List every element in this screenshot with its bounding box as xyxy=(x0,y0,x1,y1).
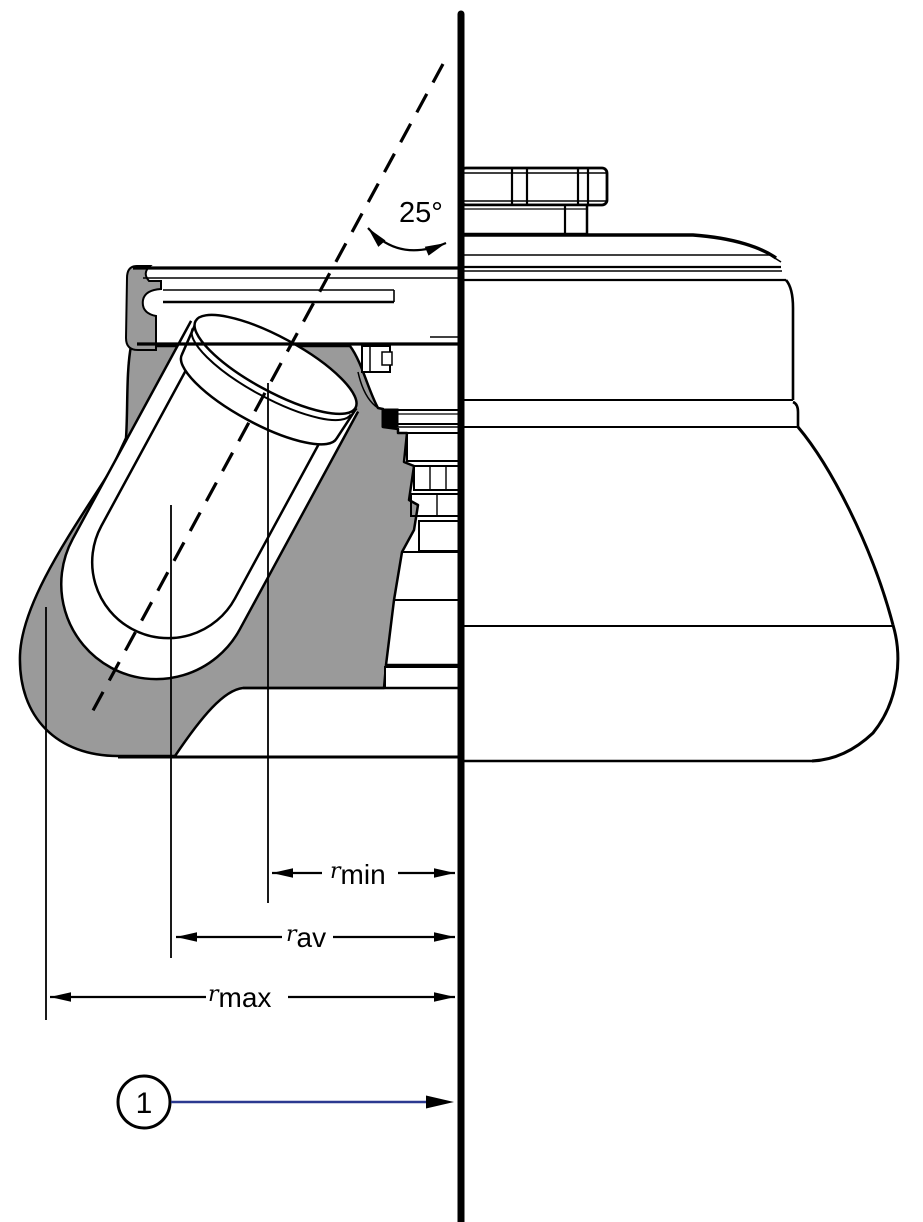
hub-line xyxy=(406,432,462,462)
rav-dimension: rav xyxy=(176,922,455,953)
callout-leader-arrowhead xyxy=(426,1095,454,1109)
hub-seal xyxy=(381,408,399,428)
extension-lines xyxy=(45,383,269,1020)
callout-1: 1 xyxy=(116,1074,454,1130)
rav-label: rav xyxy=(286,922,326,953)
rmax-label: rmax xyxy=(208,982,271,1013)
lid-dome xyxy=(461,233,795,401)
angle-label: 25° xyxy=(399,197,443,229)
lid-section-left xyxy=(124,265,461,351)
hub-line xyxy=(418,520,462,552)
callout-number: 1 xyxy=(136,1087,153,1120)
hub-step xyxy=(384,666,462,689)
hub-details xyxy=(118,345,462,759)
rotor-body xyxy=(461,400,900,763)
hub-line xyxy=(413,465,462,491)
lid-knob xyxy=(459,166,609,236)
hub-line xyxy=(357,371,379,409)
hub-line xyxy=(381,351,393,366)
tube-axis-dashed-line xyxy=(88,63,445,717)
rotor-exterior xyxy=(459,166,900,763)
rmin-label: rmin xyxy=(330,859,386,890)
tube-cap xyxy=(179,313,358,446)
callout-circle xyxy=(116,1074,172,1130)
lid-rim-gray xyxy=(124,265,162,351)
rmax-dimension: rmax xyxy=(50,982,455,1013)
rmin-dimension: rmin xyxy=(272,859,455,890)
angle-arc-arrow xyxy=(367,227,447,256)
